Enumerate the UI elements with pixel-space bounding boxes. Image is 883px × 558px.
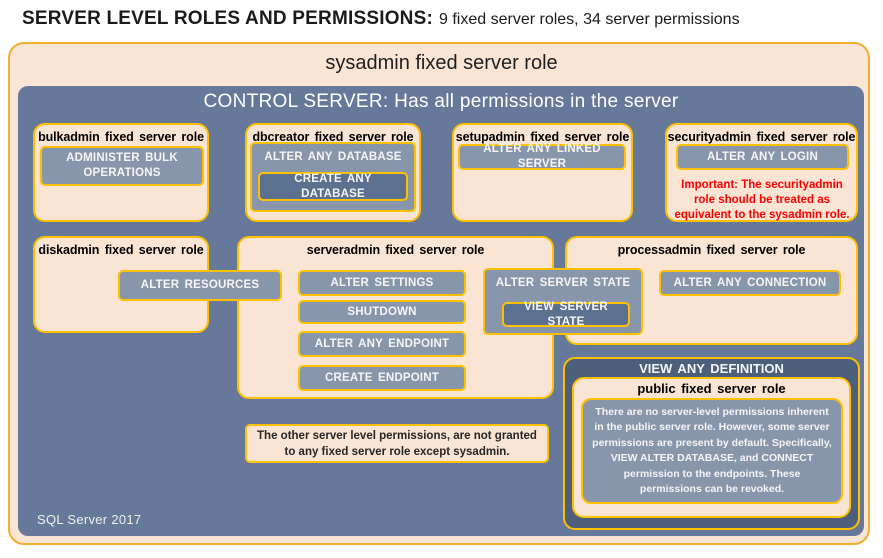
permission-create-endpoint: CREATE ENDPOINT bbox=[298, 365, 466, 391]
role-box-setupadmin: setupadmin fixed server role bbox=[452, 123, 633, 222]
permission-alter-settings: ALTER SETTINGS bbox=[298, 270, 466, 296]
page-title-sub: 9 fixed server roles, 34 server permissi… bbox=[439, 11, 740, 28]
permission-administer-bulk-operations: ADMINISTER BULK OPERATIONS bbox=[40, 146, 204, 186]
role-title-processadmin: processadmin fixed server role bbox=[617, 243, 806, 257]
role-title-public: public fixed server role bbox=[637, 381, 786, 396]
role-title-dbcreator: dbcreator fixed server role bbox=[252, 130, 414, 144]
permission-alter-any-login: ALTER ANY LOGIN bbox=[676, 144, 849, 170]
sql-server-version-label: SQL Server 2017 bbox=[37, 512, 142, 527]
page-title-main: SERVER LEVEL ROLES AND PERMISSIONS: bbox=[22, 8, 434, 29]
role-title-securityadmin: securityadmin fixed server role bbox=[667, 130, 856, 144]
role-title-bulkadmin: bulkadmin fixed server role bbox=[38, 130, 204, 144]
note-box: The other server level permissions, are … bbox=[245, 424, 549, 463]
permission-shutdown: SHUTDOWN bbox=[298, 300, 466, 324]
role-title-serveradmin: serveradmin fixed server role bbox=[306, 243, 485, 257]
permission-view-server-state: VIEW SERVER STATE bbox=[502, 301, 630, 328]
permission-create-any-database: CREATE ANY DATABASE bbox=[258, 172, 408, 201]
public-role-description: There are no server-level permissions in… bbox=[581, 398, 843, 504]
permission-view-any-definition-label: VIEW ANY DEFINITION bbox=[639, 361, 784, 376]
permission-alter-any-endpoint: ALTER ANY ENDPOINT bbox=[298, 331, 466, 357]
sysadmin-role-title: sysadmin fixed server role bbox=[325, 52, 558, 74]
permission-alter-resources: ALTER RESOURCES bbox=[118, 270, 282, 301]
role-title-setupadmin: setupadmin fixed server role bbox=[455, 130, 630, 144]
permission-alter-any-linked-server: ALTER ANY LINKED SERVER bbox=[458, 143, 626, 170]
role-box-securityadmin: securityadmin fixed server role bbox=[665, 123, 858, 222]
control-server-title: CONTROL SERVER: Has all permissions in t… bbox=[203, 91, 679, 112]
page-title: SERVER LEVEL ROLES AND PERMISSIONS: 9 fix… bbox=[22, 8, 862, 30]
permission-alter-any-connection: ALTER ANY CONNECTION bbox=[659, 270, 841, 296]
securityadmin-warning-text: Important: The securityadmin role should… bbox=[674, 179, 850, 221]
role-title-diskadmin: diskadmin fixed server role bbox=[38, 243, 204, 257]
